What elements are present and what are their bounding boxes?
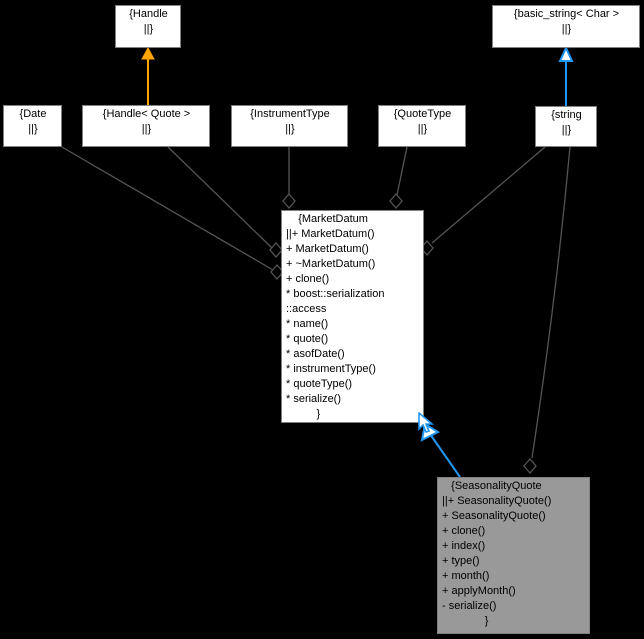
class-node-basic-string[interactable]: {basic_string< Char > ||}	[492, 5, 640, 48]
class-node-date[interactable]: {Date ||}	[3, 105, 62, 147]
class-node-line: ||}	[417, 123, 428, 135]
class-node-seasonality-quote[interactable]: {SeasonalityQuote ||+ SeasonalityQuote() +…	[437, 477, 590, 634]
class-node-line: + index()	[442, 540, 486, 552]
class-node-line: ||+ SeasonalityQuote()	[442, 495, 552, 507]
class-node-line: {Handle	[129, 8, 168, 20]
class-node-line: * asofDate()	[286, 348, 345, 360]
class-node-line: + SeasonalityQuote()	[442, 510, 546, 522]
class-node-line: ||}	[561, 23, 572, 35]
class-node-line: + applyMonth()	[442, 585, 516, 597]
class-node-line: + month()	[442, 570, 490, 582]
class-node-line: + clone()	[286, 273, 330, 285]
class-node-line: + type()	[442, 555, 480, 567]
edge-string-to-seasonality-quote	[523, 146, 571, 474]
class-node-handle[interactable]: {Handle ||}	[115, 5, 181, 48]
class-node-line: ||+ MarketDatum()	[286, 228, 375, 240]
class-node-line: }	[286, 408, 321, 420]
class-node-line: }	[442, 615, 489, 627]
class-node-line: * name()	[286, 318, 329, 330]
edge-instrument-type-to-market-datum	[282, 147, 296, 209]
edge-seasonality-to-market-datum	[420, 422, 461, 478]
class-node-line: {SeasonalityQuote	[442, 480, 542, 492]
class-node-line: ||}	[28, 123, 38, 135]
class-node-line: {basic_string< Char >	[513, 8, 620, 20]
edge-date-to-market-datum	[61, 146, 284, 280]
class-node-string[interactable]: {string ||}	[535, 106, 597, 147]
class-node-quote-type[interactable]: {QuoteType ||}	[378, 105, 466, 147]
class-node-line: + clone()	[442, 525, 486, 537]
class-node-line: {MarketDatum	[286, 213, 368, 225]
edge-quote-type-to-market-datum	[389, 146, 408, 209]
class-node-line: * quoteType()	[286, 378, 353, 390]
class-node-line: + ~MarketDatum()	[286, 258, 376, 270]
class-node-line: ||}	[143, 23, 154, 35]
class-node-line: - serialize()	[442, 600, 497, 612]
edge-string-to-market-datum	[420, 146, 546, 256]
class-node-market-datum[interactable]: {MarketDatum ||+ MarketDatum() + MarketDat…	[281, 210, 424, 423]
class-node-line: {QuoteType	[393, 108, 452, 120]
class-node-line: ::access	[286, 303, 327, 315]
class-node-line: * serialize()	[286, 393, 342, 405]
class-node-line: * instrumentType()	[286, 363, 376, 375]
class-node-line: {Handle< Quote >	[102, 108, 191, 120]
class-node-line: {string	[551, 109, 582, 121]
class-node-line: {InstrumentType	[250, 108, 330, 120]
class-node-line: ||}	[285, 123, 295, 135]
edge-handle-quote-to-handle	[141, 46, 155, 105]
class-node-instrument-type[interactable]: {InstrumentType ||}	[231, 105, 348, 147]
class-node-line: * quote()	[286, 333, 329, 345]
class-node-line: ||}	[561, 124, 572, 136]
class-node-line: ||}	[141, 123, 152, 135]
class-node-line: * boost::serialization	[286, 288, 385, 300]
class-node-line: + MarketDatum()	[286, 243, 369, 255]
class-node-handle-quote[interactable]: {Handle< Quote > ||}	[82, 105, 210, 147]
class-node-line: {Date	[19, 108, 47, 120]
edge-string-to-basic-string	[558, 45, 574, 106]
edge-handle-quote-to-market-datum	[167, 146, 283, 258]
